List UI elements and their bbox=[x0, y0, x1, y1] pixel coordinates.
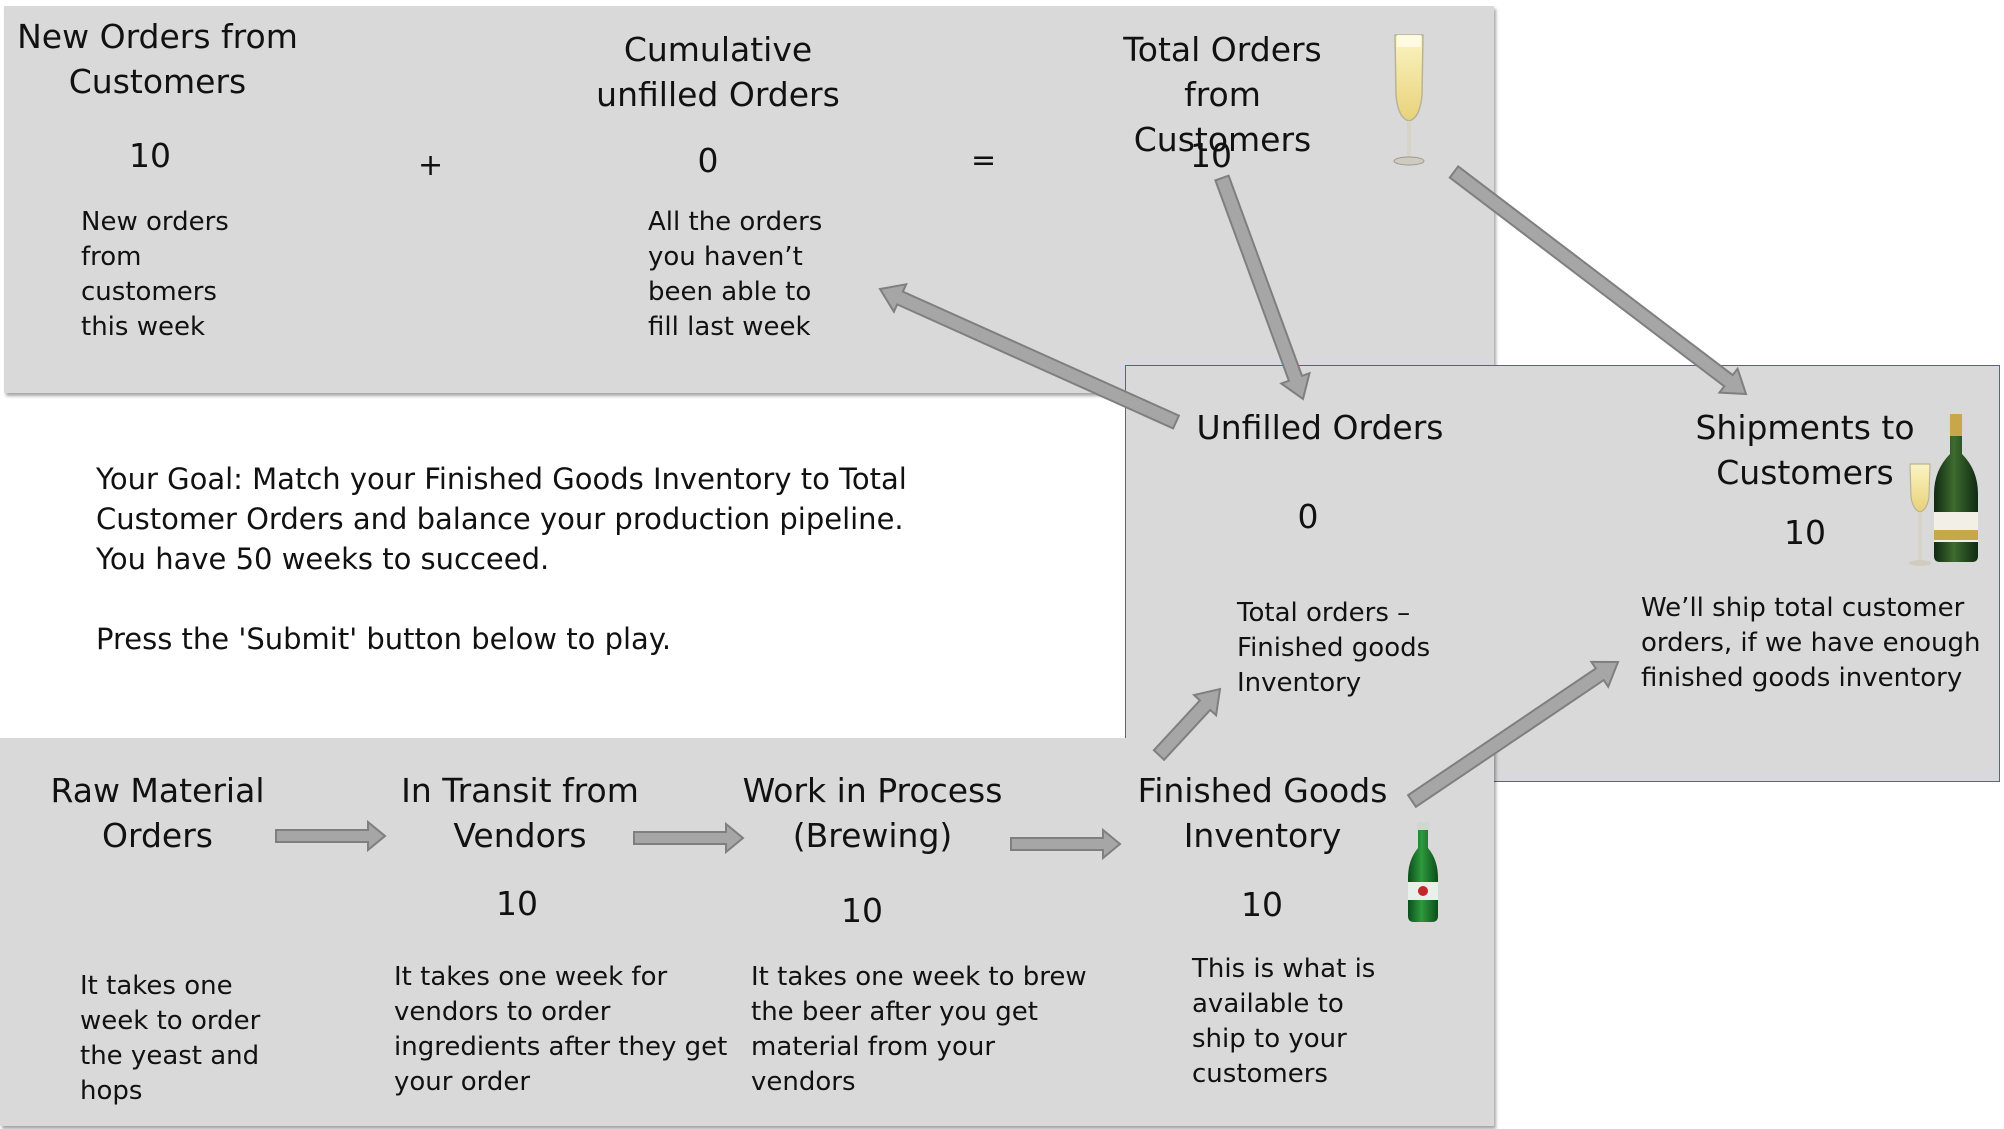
in-transit-description: It takes one week for vendors to order i… bbox=[394, 962, 728, 1097]
goal-text: Your Goal: Match your Finished Goods Inv… bbox=[96, 462, 907, 576]
orders-panel bbox=[4, 6, 1494, 393]
plus-operator: + bbox=[418, 148, 444, 183]
total-orders-title: Total Orders from Customers bbox=[1123, 30, 1322, 159]
shipments-description: We’ll ship total customer orders, if we … bbox=[1641, 593, 1981, 693]
shipments-value: 10 bbox=[1784, 513, 1826, 552]
arrow-total-to-unfilled bbox=[1214, 174, 1311, 401]
fulfillment-panel bbox=[1125, 365, 2000, 782]
champagne-bottle-icon bbox=[1909, 414, 1978, 566]
raw-material-description: It takes one week to order the yeast and… bbox=[80, 971, 261, 1106]
champagne-glass-icon bbox=[1393, 34, 1425, 166]
unfilled-orders-title: Unfilled Orders bbox=[1196, 408, 1444, 447]
new-orders-description: New orders from customers this week bbox=[81, 207, 229, 342]
arrow-wip-to-finished bbox=[1010, 827, 1122, 861]
shipments-title: Shipments to Customers bbox=[1695, 408, 1915, 492]
arrow-unfilled-to-cumulative bbox=[878, 282, 1181, 430]
arrow-finished-to-unfilled bbox=[1152, 687, 1222, 762]
cumulative-unfilled-title: Cumulative unfilled Orders bbox=[596, 30, 840, 114]
finished-goods-description: This is what is available to ship to you… bbox=[1192, 954, 1376, 1089]
new-orders-value: 10 bbox=[129, 136, 171, 175]
cumulative-unfilled-description: All the orders you haven’t been able to … bbox=[648, 207, 823, 342]
arrow-transit-to-wip bbox=[633, 821, 745, 855]
arrow-finished-to-shipments bbox=[1406, 660, 1620, 809]
wip-title: Work in Process (Brewing) bbox=[742, 771, 1003, 855]
equals-operator: = bbox=[971, 143, 997, 178]
new-orders-title: New Orders from Customers bbox=[17, 17, 298, 101]
unfilled-orders-description: Total orders – Finished goods Inventory bbox=[1237, 598, 1431, 698]
finished-goods-value: 10 bbox=[1241, 885, 1283, 924]
arrow-raw-to-transit bbox=[275, 819, 387, 853]
unfilled-orders-value: 0 bbox=[1297, 497, 1319, 536]
beer-bottle-icon bbox=[1408, 822, 1438, 922]
in-transit-title: In Transit from Vendors bbox=[401, 771, 639, 855]
wip-description: It takes one week to brew the beer after… bbox=[751, 962, 1087, 1097]
production-pipeline-panel bbox=[0, 738, 1494, 1126]
total-orders-value: 10 bbox=[1190, 136, 1232, 175]
raw-material-title: Raw Material Orders bbox=[50, 771, 265, 855]
cumulative-unfilled-value: 0 bbox=[697, 141, 719, 180]
finished-goods-title: Finished Goods Inventory bbox=[1137, 771, 1388, 855]
in-transit-value: 10 bbox=[496, 884, 538, 923]
arrow-total-to-shipments bbox=[1448, 164, 1748, 396]
wip-value: 10 bbox=[841, 891, 883, 930]
play-instruction: Press the 'Submit' button below to play. bbox=[96, 622, 672, 656]
